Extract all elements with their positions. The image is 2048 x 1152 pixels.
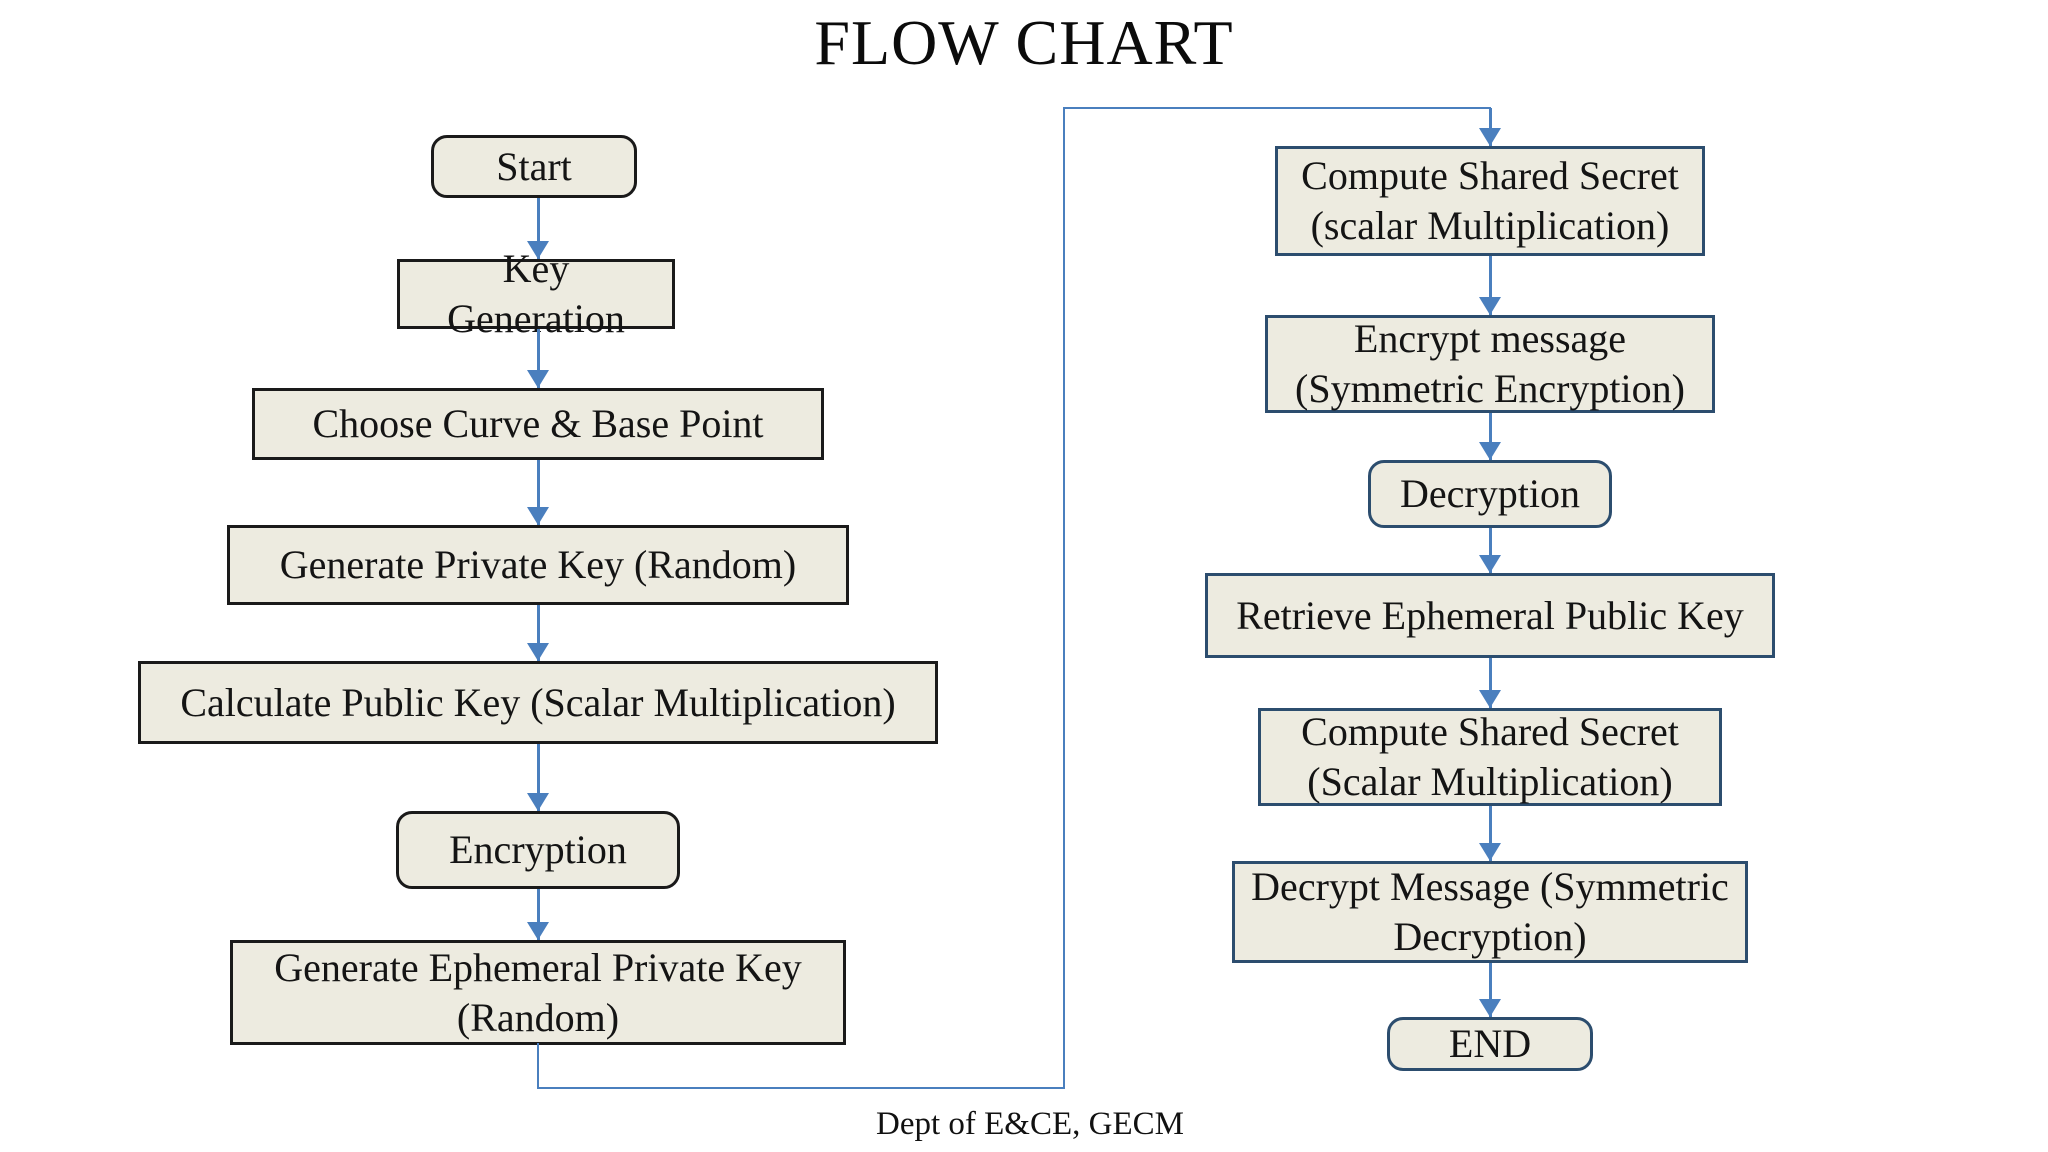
connector-top-rail bbox=[1063, 107, 1491, 109]
arrow-generate-private-key-to-calculate-public-key bbox=[536, 605, 540, 661]
node-end: END bbox=[1387, 1017, 1593, 1071]
node-choose-curve-base-point: Choose Curve & Base Point bbox=[252, 388, 824, 460]
node-generate-private-key: Generate Private Key (Random) bbox=[227, 525, 849, 605]
node-generate-ephemeral-private-key: Generate Ephemeral Private Key (Random) bbox=[230, 940, 846, 1045]
diagram-title: FLOW CHART bbox=[814, 7, 1234, 78]
arrow-encrypt-message-to-decryption bbox=[1488, 413, 1492, 460]
connector-vertical-rail bbox=[1063, 107, 1065, 1089]
node-key-generation: Key Generation bbox=[397, 246, 675, 341]
arrow-into-compute-shared-secret-1 bbox=[1488, 108, 1492, 146]
node-encryption: Encryption bbox=[396, 811, 680, 889]
arrow-calculate-public-key-to-encryption bbox=[536, 744, 540, 811]
arrow-decrypt-message-to-end bbox=[1488, 963, 1492, 1017]
arrow-compute-shared-secret-2-to-decrypt-message bbox=[1488, 806, 1492, 861]
node-compute-shared-secret-2: Compute Shared Secret (Scalar Multiplica… bbox=[1258, 708, 1722, 806]
footer-caption: Dept of E&CE, GECM bbox=[876, 1106, 1184, 1142]
connector-drop-segment bbox=[537, 1043, 539, 1089]
node-start: Start bbox=[431, 135, 637, 198]
node-compute-shared-secret-1: Compute Shared Secret (scalar Multiplica… bbox=[1275, 146, 1705, 256]
arrow-encryption-to-generate-ephemeral-key bbox=[536, 889, 540, 940]
node-encrypt-message: Encrypt message (Symmetric Encryption) bbox=[1265, 315, 1715, 413]
arrow-choose-curve-to-generate-private-key bbox=[536, 460, 540, 525]
node-calculate-public-key: Calculate Public Key (Scalar Multiplicat… bbox=[138, 661, 938, 744]
arrow-key-generation-to-choose-curve bbox=[536, 329, 540, 388]
arrow-decryption-to-retrieve-key bbox=[1488, 528, 1492, 573]
node-decryption: Decryption bbox=[1368, 460, 1612, 528]
arrow-retrieve-key-to-compute-shared-secret-2 bbox=[1488, 658, 1492, 708]
connector-bottom-rail bbox=[537, 1087, 1065, 1089]
node-decrypt-message: Decrypt Message (Symmetric Decryption) bbox=[1232, 861, 1748, 963]
node-retrieve-ephemeral-public-key: Retrieve Ephemeral Public Key bbox=[1205, 573, 1775, 658]
arrow-compute-shared-secret-to-encrypt-message bbox=[1488, 256, 1492, 315]
arrow-start-to-key-generation bbox=[536, 198, 540, 259]
